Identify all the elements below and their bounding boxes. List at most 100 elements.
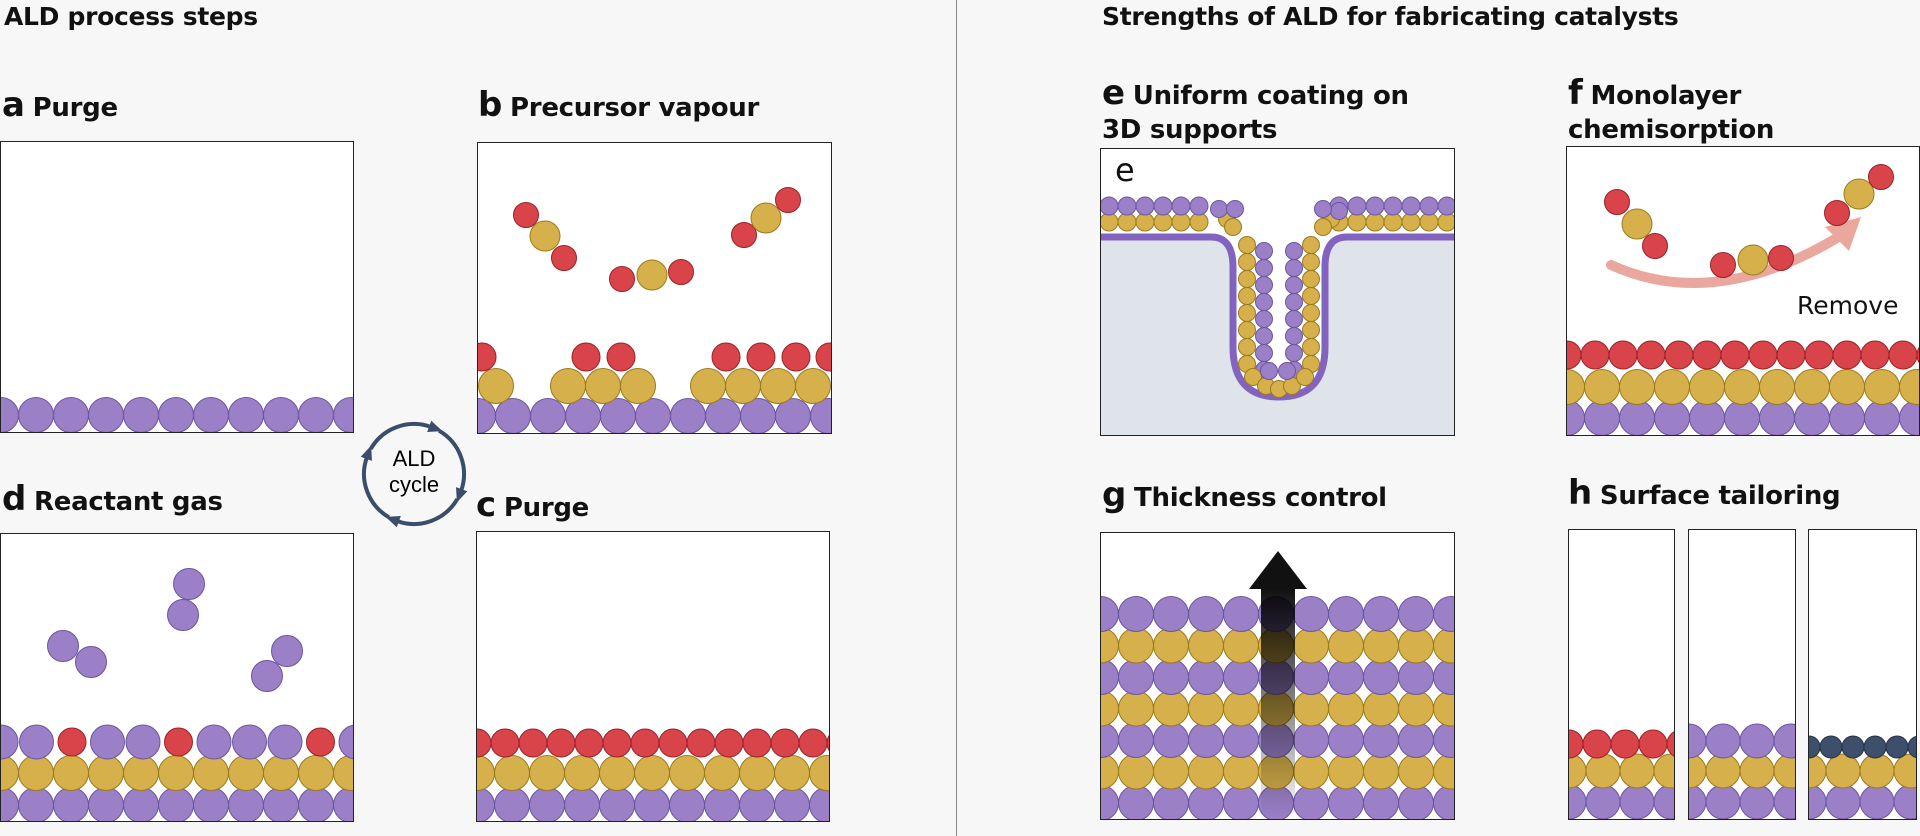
byproduct-atom: [1710, 252, 1736, 278]
coating-metal-atom: [1153, 212, 1173, 232]
substrate-atom: [1773, 784, 1795, 819]
metal-atom: [88, 755, 124, 791]
coating-metal-atom: [1437, 212, 1454, 232]
layer-atom: [1433, 753, 1454, 790]
layer-atom: [1223, 659, 1259, 695]
metal-atom: [53, 755, 89, 791]
layer-atom: [1118, 659, 1154, 695]
substrate-atom: [193, 397, 229, 432]
coating-metal-atom: [1238, 270, 1256, 288]
layer-atom: [1223, 785, 1259, 819]
ligand-atom: [1567, 340, 1582, 370]
substrate-atom: [228, 787, 264, 821]
panel-e-box: e: [1100, 148, 1455, 436]
substrate-atom: [1724, 400, 1760, 435]
cycle-arrow-arc: [396, 497, 460, 526]
metal-atom: [298, 755, 334, 791]
substrate-atom: [263, 787, 299, 821]
coating-atom: [1210, 200, 1228, 218]
layer-atom: [1101, 659, 1119, 695]
panel-b-title: Precursor vapour: [510, 93, 760, 123]
substrate-atom: [18, 397, 54, 432]
layer-atom: [1153, 722, 1189, 758]
coating-atom: [1224, 218, 1242, 236]
substrate-atom: [1567, 400, 1585, 435]
precursor-ligand-atom: [478, 342, 497, 372]
layer-atom: [1153, 785, 1189, 819]
metal-atom: [228, 755, 264, 791]
layer-atom: [1363, 690, 1399, 727]
panel-c-title: Purge: [503, 493, 589, 523]
coating-atom: [1255, 344, 1273, 362]
ligand-atom: [602, 728, 632, 758]
coating-atom: [1285, 276, 1303, 294]
layer-atom: [1328, 785, 1364, 819]
substrate-atom: [599, 787, 635, 821]
layer-atom: [1433, 596, 1454, 632]
precursor-metal-atom: [550, 368, 586, 404]
panel-f-diagram: [1567, 164, 1919, 435]
layer-atom: [1101, 753, 1119, 790]
substrate-atom: [1689, 400, 1725, 435]
panel-d-letter: d: [2, 479, 27, 519]
substrate-atom: [88, 787, 124, 821]
substrate-atom: [18, 787, 54, 821]
metal-atom: [1825, 753, 1861, 789]
substrate-atom: [495, 398, 531, 433]
coating-atom: [1419, 196, 1439, 216]
coating-atom: [1278, 362, 1296, 380]
ligand-atom: [1860, 340, 1890, 370]
precursor-ligand-atom: [781, 342, 811, 372]
coating-atom: [1285, 310, 1303, 328]
surface-atom: [338, 724, 353, 760]
ligand-atom: [490, 728, 520, 758]
metal-atom: [1584, 369, 1620, 405]
substrate-atom: [158, 397, 194, 432]
layer-atom: [1363, 753, 1399, 790]
surface-atom: [306, 727, 335, 757]
panel-g-letter: g: [1102, 475, 1127, 515]
panel-h2-diagram: [1689, 723, 1795, 819]
metal-atom: [1864, 369, 1900, 405]
precursor-metal-atom: [795, 368, 831, 404]
surface-tailor-atom: [1739, 723, 1775, 759]
layer-atom: [1293, 785, 1329, 819]
layer-atom: [1118, 596, 1154, 632]
surface-atom: [196, 724, 232, 760]
layer-atom: [1223, 753, 1259, 790]
panel-h-title: Surface tailoring: [1599, 481, 1841, 511]
surface-atom: [232, 724, 267, 760]
surface-atom: [164, 727, 193, 757]
surface-tailor-atom: [1819, 735, 1843, 759]
metal-atom: [1619, 753, 1655, 789]
coating-metal-atom: [1171, 212, 1191, 232]
coating-metal-atom: [1135, 212, 1155, 232]
surface-tailor-atom: [1610, 729, 1640, 759]
metal-atom: [158, 755, 194, 791]
metal-atom: [1653, 753, 1674, 789]
layer-atom: [1328, 627, 1364, 664]
reactant-gas-atom: [47, 630, 79, 662]
byproduct-atom: [1843, 178, 1875, 210]
reactant-gas-atom: [167, 599, 199, 631]
cycle-arrow-head: [385, 516, 401, 528]
cycle-label-2: cycle: [389, 472, 439, 497]
byproduct-atom: [1604, 189, 1630, 215]
precursor-molecule-atom: [636, 259, 668, 291]
substrate-atom: [1653, 784, 1674, 819]
coating-metal-atom: [1365, 212, 1385, 232]
ligand-atom: [798, 728, 828, 758]
layer-atom: [1398, 596, 1434, 632]
layer-atom: [1328, 596, 1364, 632]
panel-e-title-2: 3D supports: [1102, 115, 1278, 145]
cycle-label-1: ALD: [393, 446, 436, 471]
ligand-atom: [658, 728, 688, 758]
substrate-atom: [809, 787, 829, 821]
coating-atom: [1347, 196, 1367, 216]
substrate-atom: [1794, 400, 1830, 435]
layer-atom: [1398, 785, 1434, 819]
coating-atom: [1260, 362, 1278, 380]
